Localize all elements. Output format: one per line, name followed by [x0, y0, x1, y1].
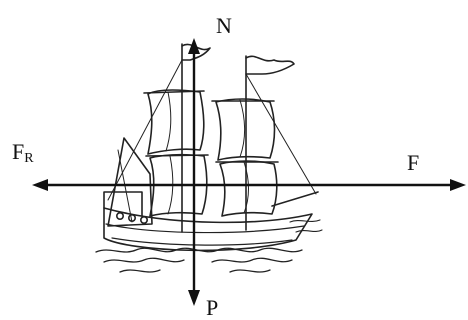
- resistance-force-arrowhead: [32, 179, 48, 191]
- resistance-force-subscript: R: [24, 151, 33, 166]
- normal-force-label: N: [216, 15, 232, 37]
- normal-force-arrowhead: [188, 38, 200, 54]
- propulsion-force-label: F: [407, 152, 419, 174]
- weight-force-arrowhead: [188, 290, 200, 306]
- ship-illustration: [96, 44, 322, 272]
- resistance-force-symbol: F: [12, 139, 24, 164]
- weight-force-label: P: [206, 297, 218, 319]
- resistance-force-label: FR: [12, 141, 34, 166]
- propulsion-force-arrowhead: [450, 179, 466, 191]
